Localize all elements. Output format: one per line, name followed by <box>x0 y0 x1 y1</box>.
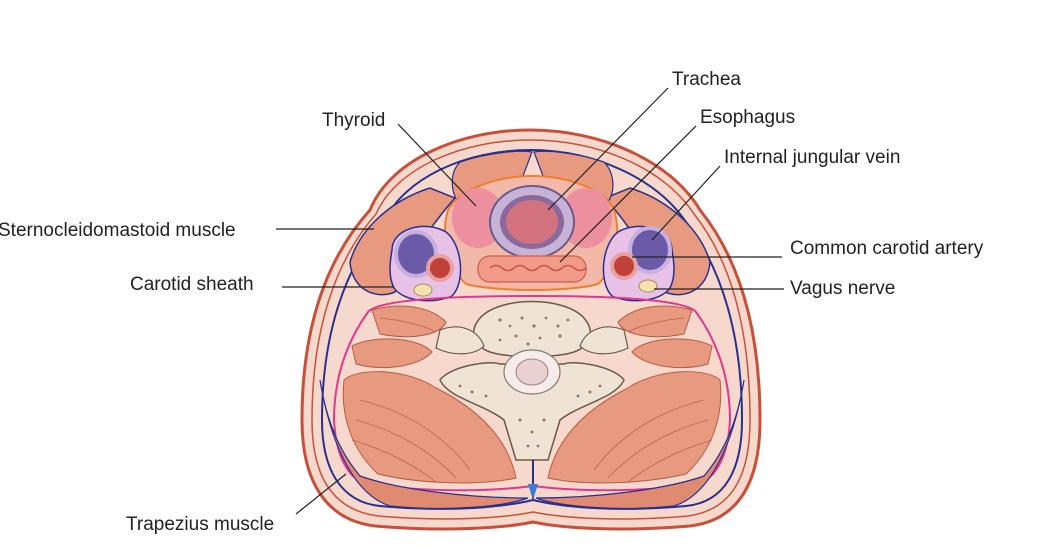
esophagus-folds <box>489 264 587 272</box>
bone-marrow-speckles <box>458 316 602 448</box>
longus-muscle-left <box>371 305 447 338</box>
deep-back-muscle-right <box>547 371 722 484</box>
labels: Trachea Esophagus Thyroid Internal jungu… <box>0 69 984 535</box>
trachea-lumen <box>506 200 558 244</box>
label-internal-jugular-vein: Internal jungular vein <box>724 147 900 168</box>
leader-trachea <box>547 87 669 211</box>
label-trachea: Trachea <box>672 69 741 90</box>
scalene-muscle-right <box>631 338 713 369</box>
leader-trapezius <box>295 473 347 515</box>
label-sternocleidomastoid: Sternocleidomastoid muscle <box>0 220 236 241</box>
common-carotid-artery-right <box>610 252 638 280</box>
spinal-cord <box>515 358 549 386</box>
label-carotid-sheath: Carotid sheath <box>130 274 254 295</box>
skin-inner-line <box>311 139 751 520</box>
label-trapezius: Trapezius muscle <box>126 514 274 535</box>
transverse-process-right <box>579 326 629 355</box>
esophagus <box>477 255 587 283</box>
vertebral-arch <box>439 362 625 461</box>
transverse-process-left <box>435 326 485 355</box>
nuchal-ligament-tip <box>528 484 538 500</box>
neck-cross-section <box>300 128 762 531</box>
label-common-carotid-artery: Common carotid artery <box>790 238 984 259</box>
trapezius-right <box>535 379 745 510</box>
vertebral-body <box>472 300 592 358</box>
leader-lines <box>276 87 784 515</box>
scalene-muscle-left <box>351 338 433 369</box>
vagus-nerve-left <box>413 283 433 297</box>
label-thyroid: Thyroid <box>322 110 385 131</box>
internal-jugular-vein-right <box>628 226 672 274</box>
trapezius-left <box>319 379 529 510</box>
internal-jugular-vein-left <box>394 230 438 278</box>
deep-back-muscle-left <box>342 371 517 484</box>
label-vagus-nerve: Vagus nerve <box>790 278 895 299</box>
common-carotid-artery-left <box>426 254 454 282</box>
leader-esophagus <box>559 125 697 263</box>
label-esophagus: Esophagus <box>700 107 795 128</box>
leader-internal-jugular-vein <box>651 165 721 241</box>
vagus-nerve-right <box>638 279 658 293</box>
longus-muscle-right <box>617 305 693 338</box>
muscle-striations <box>351 317 713 483</box>
leader-thyroid <box>397 123 477 207</box>
